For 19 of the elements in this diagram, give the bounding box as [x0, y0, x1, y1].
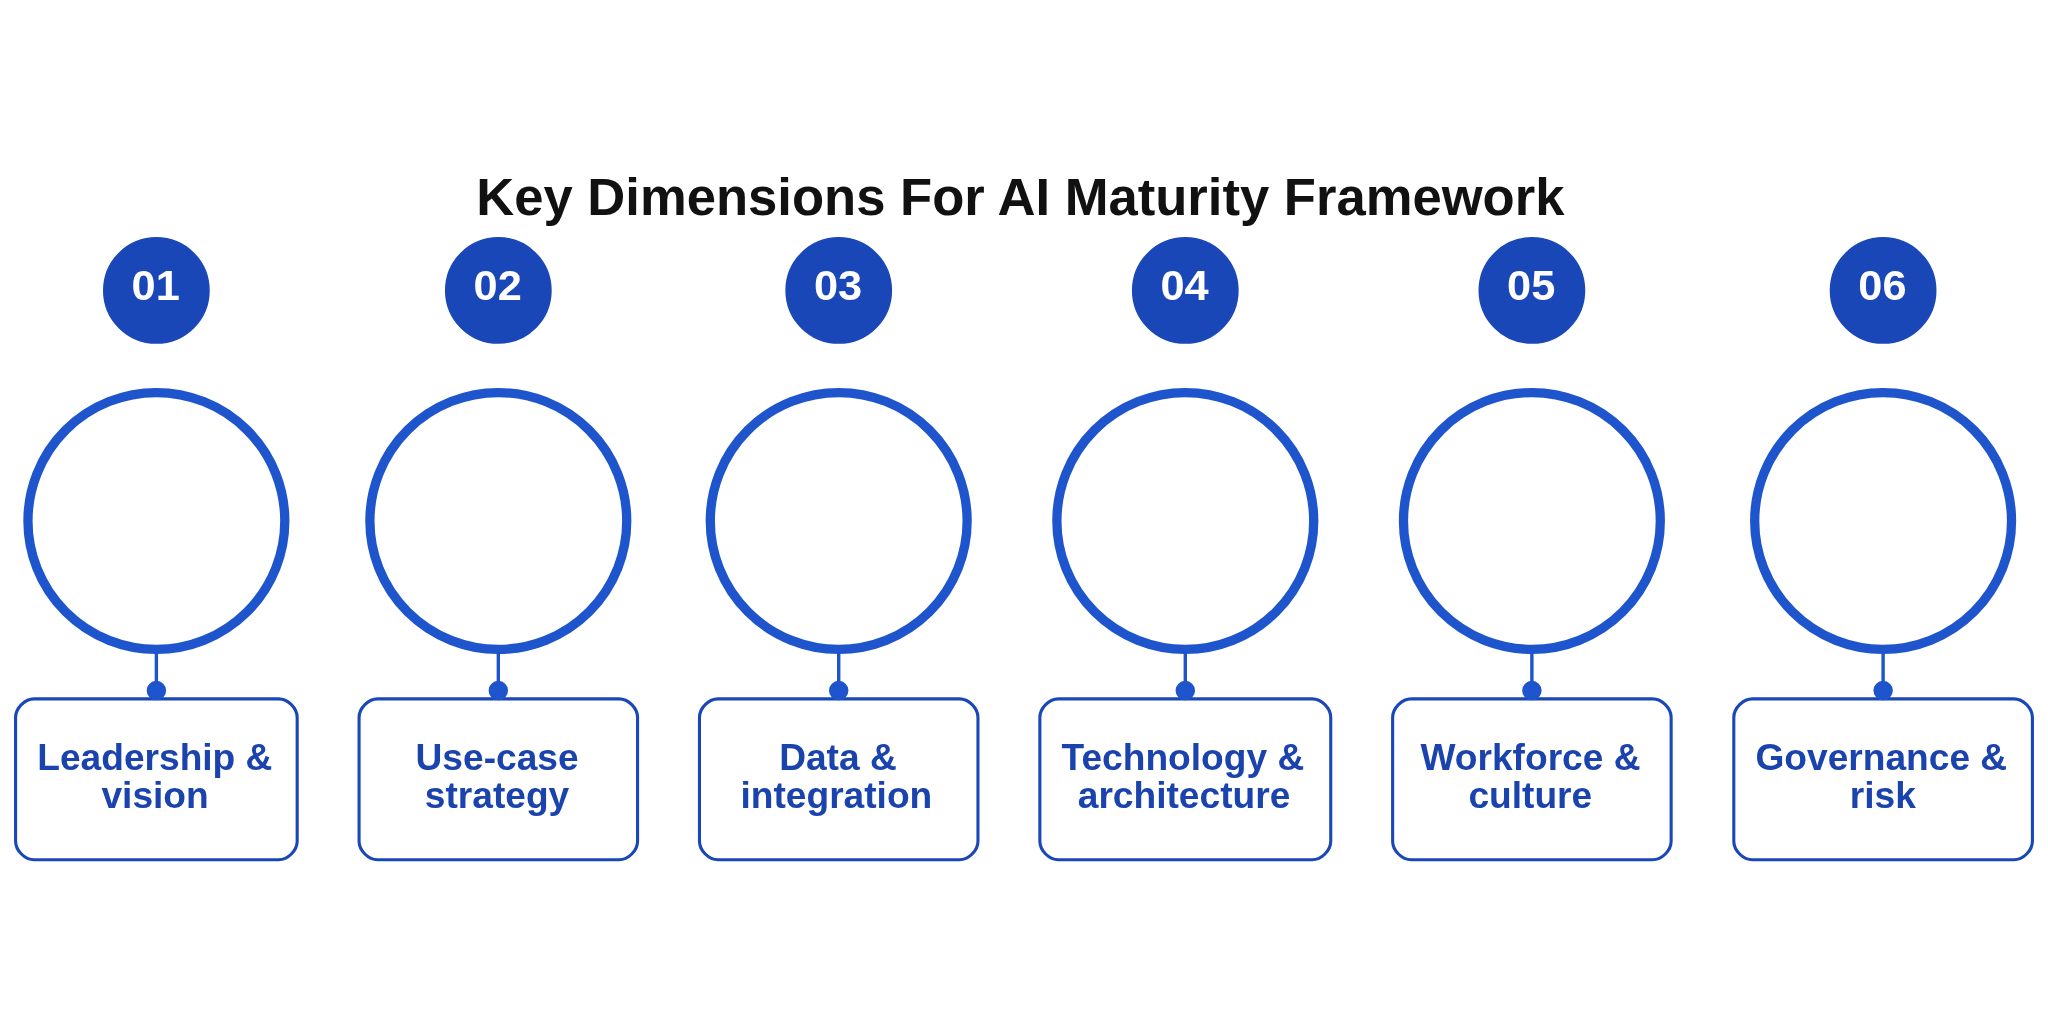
node-circle	[1398, 387, 1665, 654]
node-circle	[1052, 387, 1319, 654]
node-circle	[365, 387, 632, 654]
node-box: Use-case strategy	[357, 697, 640, 862]
node-circle	[1750, 387, 2017, 654]
node-box: Leadership & vision	[14, 697, 299, 862]
node-circle: 04	[1131, 237, 1239, 344]
node-box: Data & integration	[697, 697, 980, 862]
node-circle: 03	[785, 237, 893, 344]
diagram-title: Key Dimensions For AI Maturity Framework	[476, 166, 1565, 226]
node-circle: 01	[103, 237, 210, 344]
node-box: Technology & architecture	[1038, 697, 1333, 862]
node-box: Workforce & culture	[1391, 697, 1673, 862]
node-circle	[23, 387, 290, 654]
node-circle: 05	[1478, 237, 1586, 344]
node-circle: 06	[1829, 237, 1937, 344]
node-circle: 02	[444, 237, 552, 344]
node-box: Governance & risk	[1732, 697, 2034, 862]
node-circle	[705, 387, 972, 654]
